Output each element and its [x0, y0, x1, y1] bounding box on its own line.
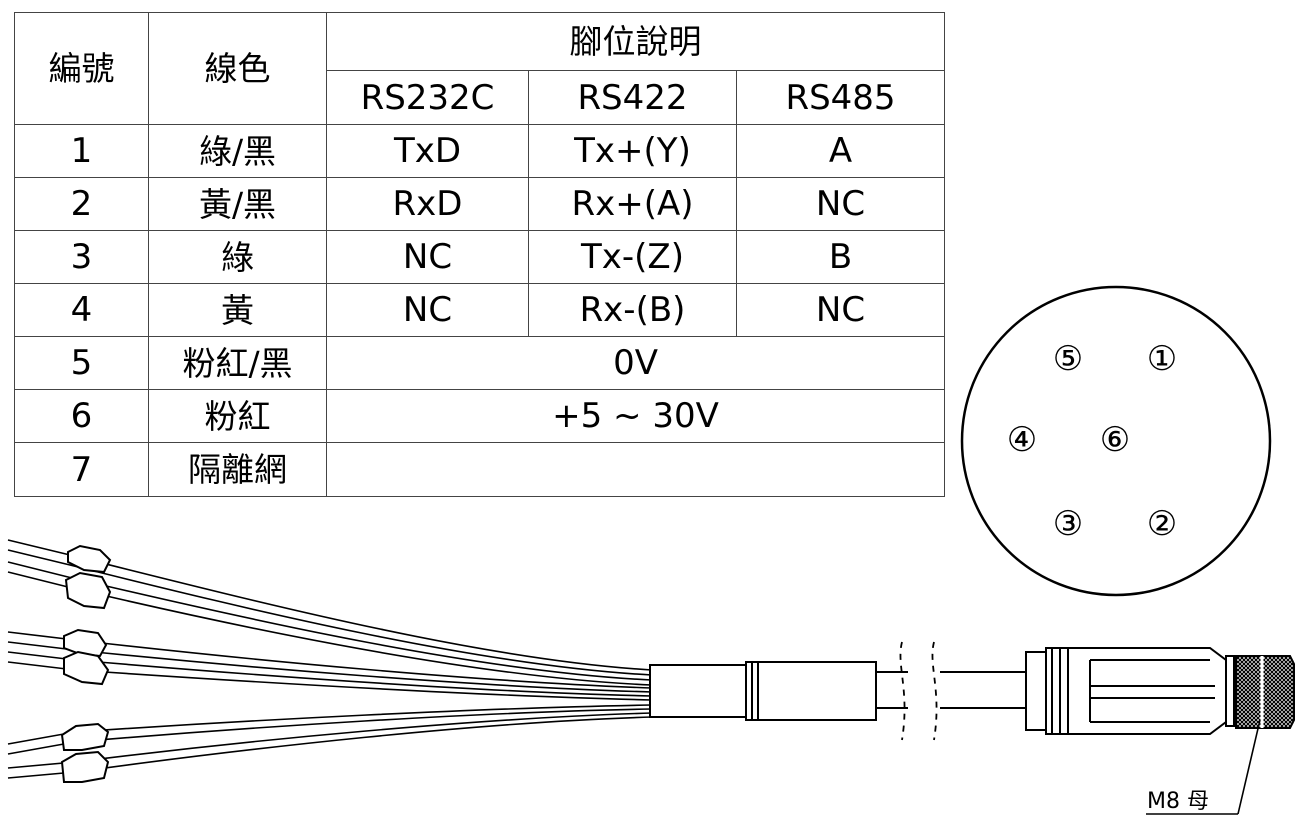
pin-label-4: ④: [1007, 420, 1037, 460]
wire-color: 粉紅: [148, 389, 327, 443]
connector-face-outline: [960, 285, 1272, 597]
pin-label-6: ⑥: [1100, 420, 1130, 460]
m8-connector: [1025, 647, 1235, 735]
pin-number: 5: [14, 336, 149, 390]
pin-label-3: ③: [1053, 504, 1083, 544]
header-pin-description: 腳位說明: [325, 12, 946, 71]
header-number: 編號: [14, 12, 149, 125]
header-wire-color: 線色: [148, 12, 327, 125]
rs422-signal: Tx-(Z): [528, 230, 737, 284]
cable-break-marks: [899, 641, 938, 741]
connector-type-label: M8 母: [1147, 789, 1209, 814]
rs232c-signal: TxD: [326, 124, 529, 178]
wire-ferrules: [60, 544, 112, 783]
table-row: 6 粉紅 +5 ~ 30V: [14, 389, 946, 443]
table-row: 3 綠 NC Tx-(Z) B: [14, 230, 946, 284]
connector-callout: M8 母: [1146, 719, 1261, 815]
pin-label-5: ⑤: [1053, 339, 1083, 379]
rs422-signal: Rx+(A): [528, 177, 737, 231]
wire-color: 粉紅/黑: [148, 336, 327, 390]
pin-number: 3: [14, 230, 149, 284]
merged-signal: +5 ~ 30V: [325, 389, 946, 443]
table-row: 2 黃/黑 RxD Rx+(A) NC: [14, 177, 946, 231]
merged-signal: [325, 442, 946, 497]
rs485-signal: A: [735, 124, 946, 178]
pin-assignment-table: 編號 線色 腳位說明 RS232C RS422 RS485 1 綠/黑 TxD …: [14, 12, 946, 497]
pin-label-1: ①: [1147, 339, 1177, 379]
cable-sleeve: [649, 661, 1026, 721]
rs422-signal: Rx-(B): [528, 283, 737, 337]
wire-color: 隔離網: [148, 442, 327, 497]
table-row: 1 綠/黑 TxD Tx+(Y) A: [14, 124, 946, 178]
rs485-signal: NC: [735, 283, 946, 337]
rs232c-signal: RxD: [326, 177, 529, 231]
wire-color: 黃: [148, 283, 327, 337]
connector-face-diagram: ⑤ ① ④ ⑥ ③ ②: [960, 285, 1272, 597]
rs232c-signal: NC: [326, 230, 529, 284]
pin-number: 6: [14, 389, 149, 443]
pin-number: 2: [14, 177, 149, 231]
wire-color: 黃/黑: [148, 177, 327, 231]
wire-color: 綠: [148, 230, 327, 284]
table-row: 7 隔離網: [14, 442, 946, 497]
header-rs485: RS485: [735, 70, 946, 125]
knurled-nut: [1235, 655, 1295, 729]
pin-label-2: ②: [1147, 504, 1177, 544]
rs422-signal: Tx+(Y): [528, 124, 737, 178]
rs485-signal: NC: [735, 177, 946, 231]
wire-bundle: [7, 539, 653, 779]
table-row: 5 粉紅/黑 0V: [14, 336, 946, 390]
